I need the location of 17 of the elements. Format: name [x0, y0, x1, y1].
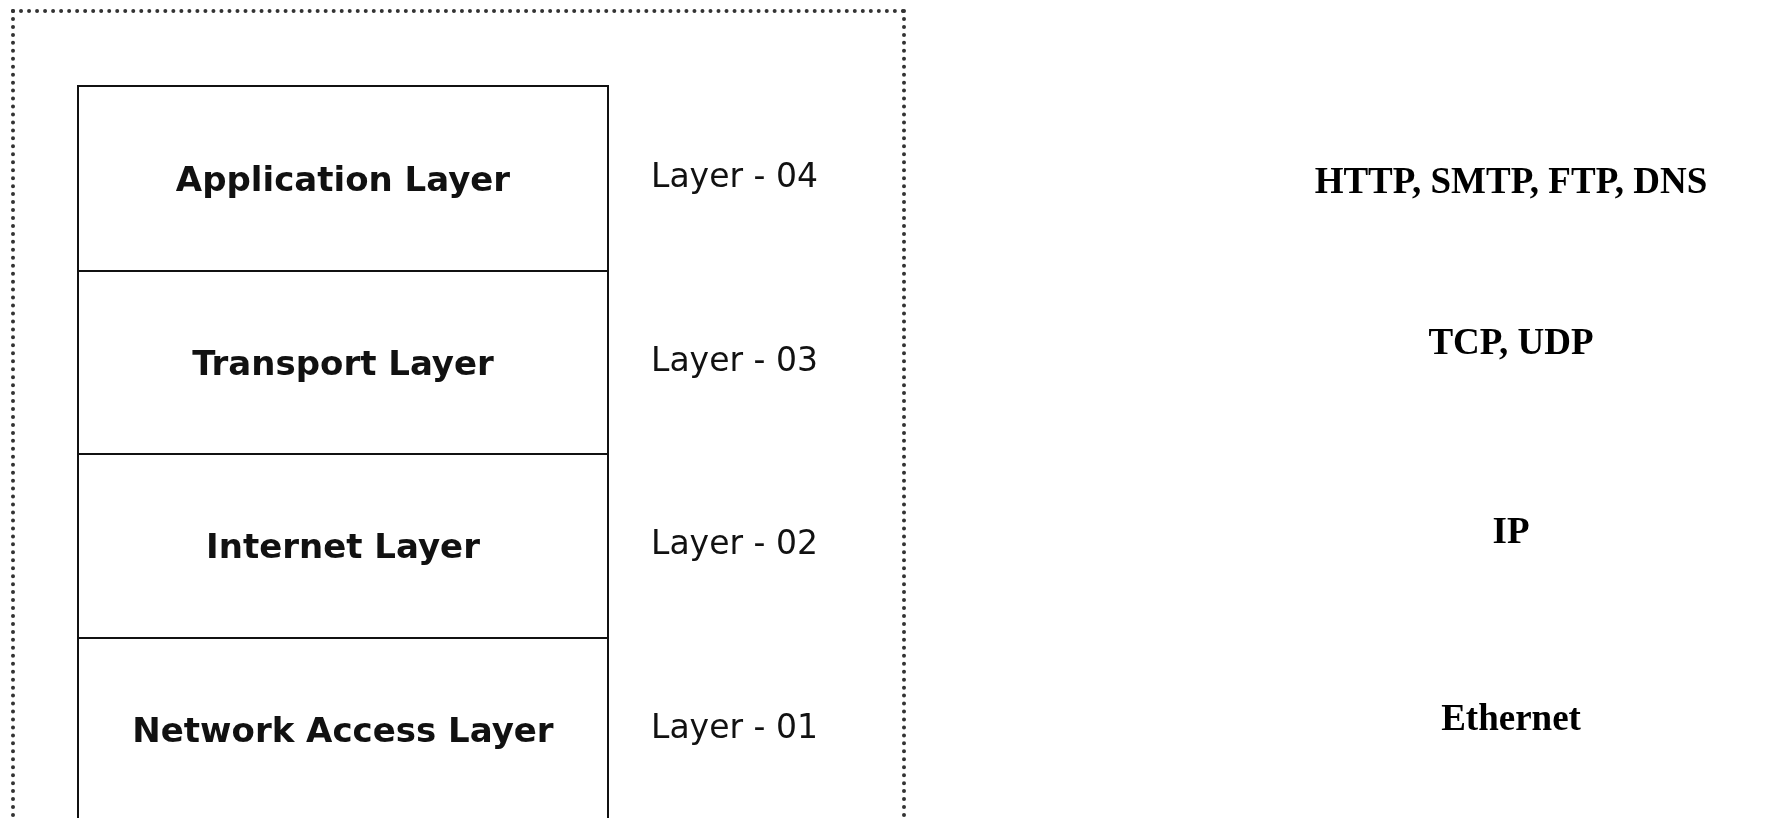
- layer-box: [77, 637, 609, 818]
- protocol-list: Ethernet: [1441, 695, 1581, 739]
- protocol-list: TCP, UDP: [1428, 319, 1594, 363]
- layer-number: Layer - 03: [651, 339, 818, 379]
- layer-number: Layer - 01: [651, 706, 818, 746]
- layer-name: Transport Layer: [192, 342, 494, 383]
- dotted-frame: [11, 9, 906, 818]
- layer-box: [77, 453, 609, 639]
- layer-name: Network Access Layer: [132, 709, 554, 750]
- layer-number: Layer - 04: [651, 155, 818, 195]
- protocol-list: HTTP, SMTP, FTP, DNS: [1314, 158, 1708, 202]
- layer-box: [77, 85, 609, 272]
- layer-name: Application Layer: [175, 158, 511, 199]
- protocol-list: IP: [1492, 508, 1530, 552]
- layer-number: Layer - 02: [651, 523, 818, 562]
- layer-name: Internet Layer: [206, 526, 480, 566]
- layer-box: [77, 270, 609, 455]
